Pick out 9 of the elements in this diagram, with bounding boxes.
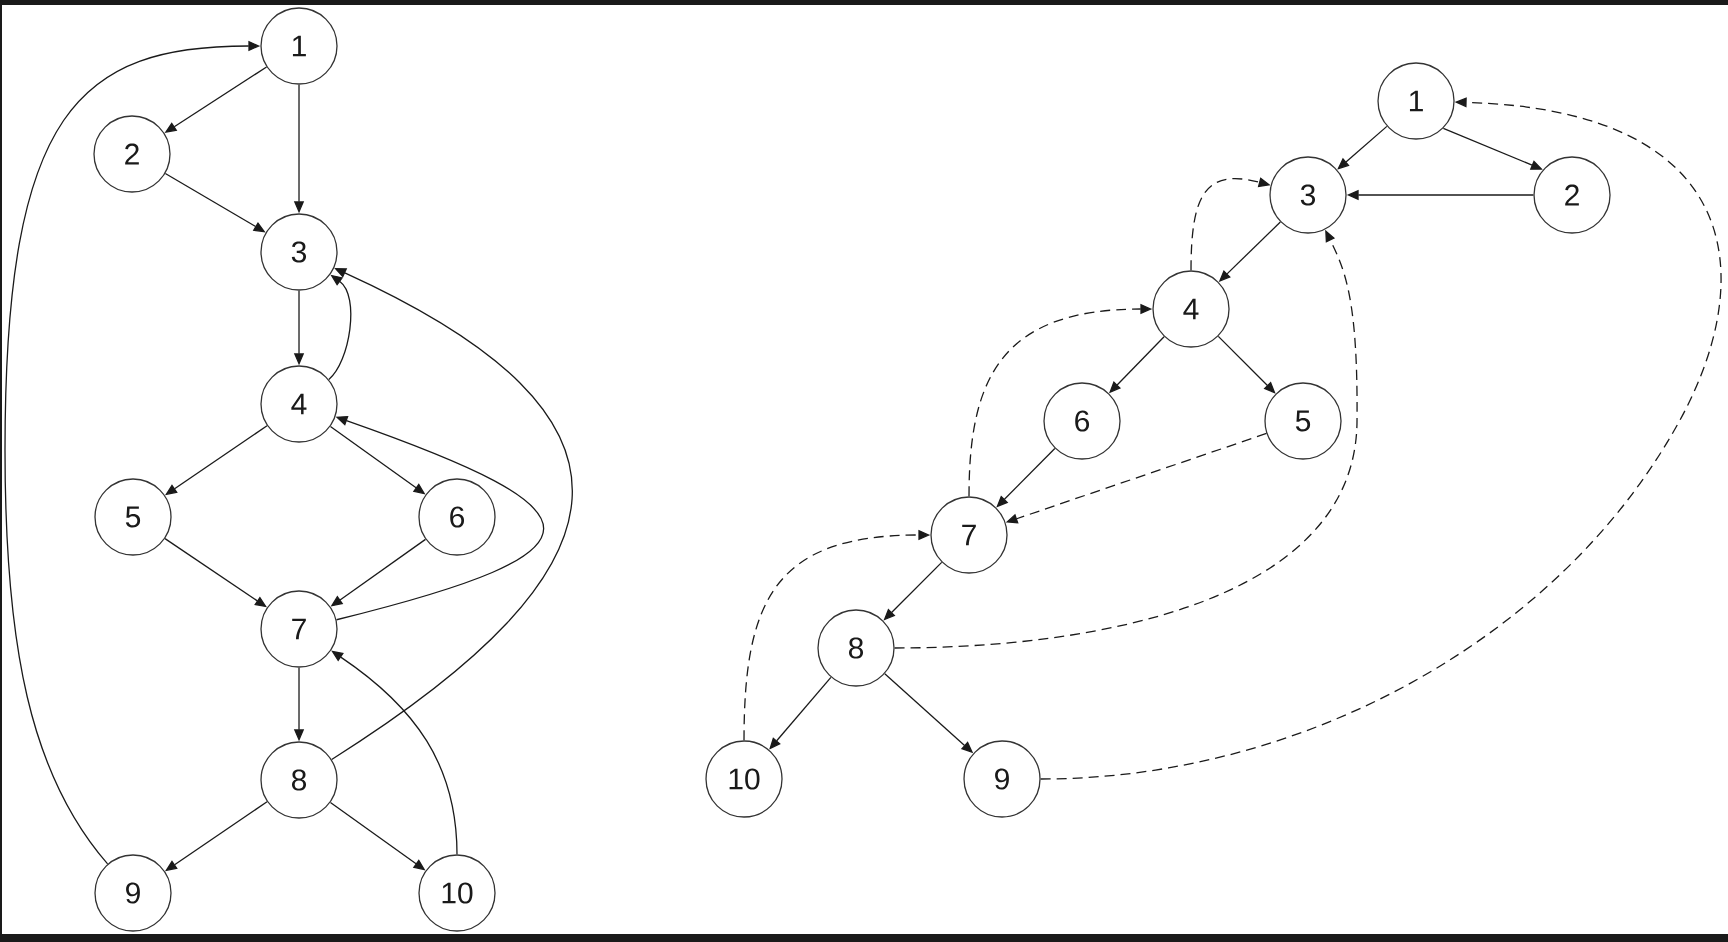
arrow: [331, 650, 458, 855]
arrow: [1337, 125, 1388, 170]
arrow: [164, 537, 267, 608]
arrow: [331, 268, 573, 761]
arrow: [1217, 335, 1276, 394]
arrow: [328, 274, 352, 381]
dashed-arrow: [1040, 97, 1722, 780]
arrow: [883, 561, 943, 621]
arrow: [335, 415, 545, 621]
